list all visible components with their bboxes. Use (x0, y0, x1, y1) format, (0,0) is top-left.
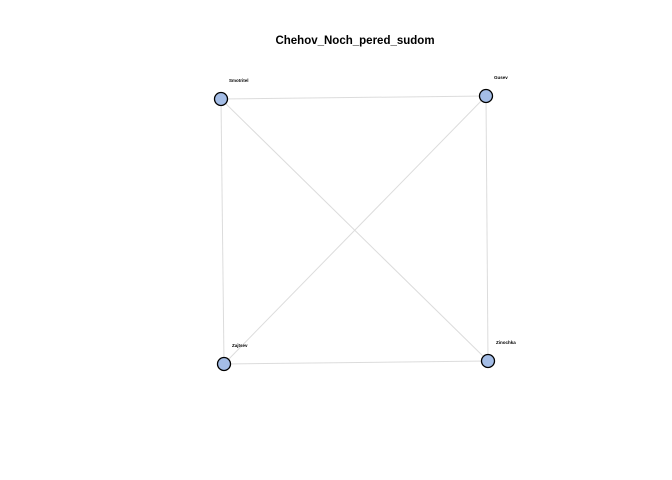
node-label: Zajtsev (232, 343, 248, 348)
graph-title: Chehov_Noch_pered_sudom (275, 35, 434, 47)
edge-smotritel-gusev (220, 95, 487, 100)
node-label: Smotritel (229, 78, 249, 83)
edges-layer (220, 95, 489, 365)
node-zinochka: Zinochka (480, 340, 516, 369)
node-gusev: Gusev (478, 75, 508, 104)
node-label: Zinochka (496, 340, 516, 345)
node-circle (213, 91, 229, 107)
node-zajcev: Zajtsev (216, 343, 248, 372)
node-circle (478, 88, 494, 104)
node-circle (480, 353, 496, 369)
node-smotritel: Smotritel (213, 78, 249, 107)
node-circle (216, 356, 232, 372)
edge-gusev-zajcev (223, 95, 487, 365)
edge-zajcev-zinochka (223, 360, 489, 365)
edge-gusev-zinochka (485, 95, 489, 362)
edge-smotritel-zajcev (220, 98, 225, 365)
node-label: Gusev (494, 75, 508, 80)
